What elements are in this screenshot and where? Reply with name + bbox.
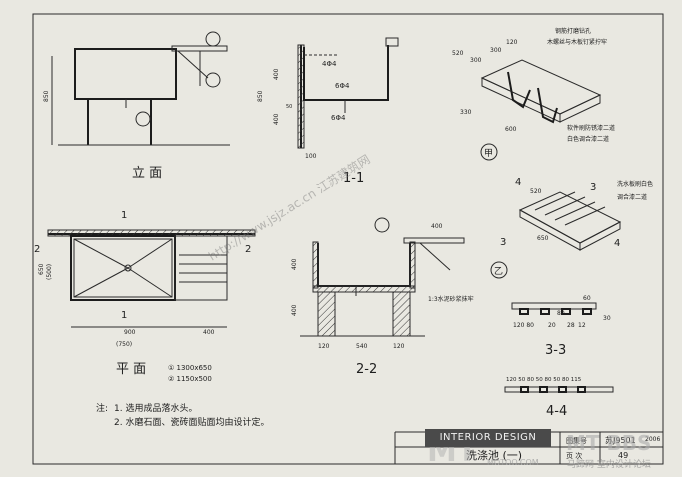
- page-label: 页 次: [566, 451, 582, 460]
- plan-dim-400: 400: [203, 329, 215, 336]
- detail-jia: 钢筋打磨钻孔 木螺丝与木板钉紧拧牢 软件刷防锈漆二道 白色调合漆二道 520 3…: [452, 27, 615, 161]
- s33-dim-60: 60: [583, 295, 591, 302]
- s22-dim-400b: 400: [291, 304, 298, 316]
- yi-note2: 调合漆二道: [617, 193, 647, 201]
- notes-block: 注: 1. 选用成品落水头。 2. 水磨石面、瓷砖面贴面均由设计定。: [96, 402, 269, 428]
- yi-mark-3b: 3: [500, 237, 506, 248]
- page-value: 49: [618, 451, 628, 460]
- interior-design-banner: INTERIOR DESIGN: [425, 429, 551, 447]
- logo-sub: 马蹄网 室内设计论坛: [567, 460, 651, 470]
- elevation-view: 850 立 面: [43, 31, 230, 181]
- section-4-4-label: 4-4: [546, 404, 567, 419]
- s33-dim-80: 80: [557, 310, 565, 317]
- jia-note1: 钢筋打磨钻孔: [555, 27, 591, 35]
- s11-dim-4phi4: 4Φ4: [322, 60, 337, 68]
- s33-dim-120-80: 120 80: [513, 322, 534, 329]
- s11-dim-6phi4a: 6Φ4: [335, 82, 350, 90]
- plan-dim-750: (750): [116, 341, 132, 348]
- s33-dim-20: 20: [548, 322, 556, 329]
- jia-dim-600: 600: [505, 126, 517, 133]
- yi-note1: 洗水板刷白色: [617, 180, 653, 188]
- plan-label: 平 面: [116, 362, 146, 377]
- atlas-value: 苏J9501: [605, 435, 636, 445]
- section-3-3: 120 80 20 28 12 60 80 30 3-3: [511, 295, 611, 358]
- jia-dim-520: 520: [452, 50, 464, 57]
- section-1-1: 400 850 400 4Φ4 6Φ4 6Φ4 50 100 1-1: [257, 37, 399, 186]
- yi-dim-650: 650: [537, 235, 549, 242]
- jia-note2: 木螺丝与木板钉紧拧牢: [547, 38, 607, 46]
- mark-jia: 甲: [484, 148, 493, 159]
- s33-dim-12: 12: [578, 322, 586, 329]
- elevation-label: 立 面: [132, 166, 162, 181]
- plan-mark-2a: 2: [34, 244, 40, 255]
- plan-mark-1a: 1: [121, 210, 127, 221]
- logo-small: MOTOO.COM: [487, 458, 539, 467]
- plan-dim-500: (500): [46, 264, 53, 280]
- detail-yi: 洗水板刷白色 调合漆二道 520 650 4 3 3 4 乙: [490, 177, 653, 279]
- section-1-1-label: 1-1: [343, 171, 364, 186]
- title-block: 洗涤池 (一) 图集号 苏J9501 2006 页 次 49: [394, 431, 663, 464]
- s22-dim-400a: 400: [291, 258, 298, 270]
- jia-dim-300a: 300: [470, 57, 482, 64]
- detail-mark-bing: [135, 111, 151, 127]
- detail-mark-jia: [205, 31, 221, 47]
- yi-mark-3a: 3: [590, 182, 596, 193]
- section-3-3-label: 3-3: [545, 343, 566, 358]
- section-4-4: 120 50 80 50 80 50 80 115 4-4: [504, 377, 614, 419]
- jia-note3: 软件刷防锈漆二道: [567, 124, 615, 132]
- s33-dim-28: 28: [567, 322, 575, 329]
- plan-size-2: ② 1150x500: [168, 375, 212, 383]
- jia-dim-330: 330: [460, 109, 472, 116]
- plan-dim-900: 900: [124, 329, 136, 336]
- s22-dim-400top: 400: [431, 223, 443, 230]
- detail-mark-yi: [205, 72, 221, 88]
- notes-heading: 注:: [96, 402, 108, 414]
- s33-dim-30: 30: [603, 315, 611, 322]
- yi-dim-520: 520: [530, 188, 542, 195]
- elev-dim-850: 850: [43, 90, 50, 102]
- s11-dim-6phi4b: 6Φ4: [331, 114, 346, 122]
- s22-dim-540: 540: [356, 343, 368, 350]
- sheet-border: [32, 13, 664, 465]
- drawing-title: 洗涤池 (一): [466, 448, 522, 462]
- notes-item-2: 2. 水磨石面、瓷砖面贴面均由设计定。: [114, 416, 269, 428]
- atlas-label: 图集号: [566, 436, 587, 445]
- jia-note4: 白色调合漆二道: [567, 135, 609, 143]
- s11-dim-100: 100: [305, 153, 317, 160]
- section-2-2: 400 400 400 120 540 120 1:3水泥砂浆抹牢 2-2: [291, 217, 474, 377]
- mark-yi: 乙: [494, 266, 503, 277]
- logo-right: MT BBS: [566, 431, 652, 455]
- section-2-2-label: 2-2: [356, 362, 377, 377]
- s11-dim-400a: 400: [273, 68, 280, 80]
- yi-mark-4b: 4: [614, 238, 620, 249]
- s22-dim-120a: 120: [318, 343, 330, 350]
- s11-dim-850: 850: [257, 90, 264, 102]
- plan-size-1: ① 1300x650: [168, 364, 212, 372]
- plan-mark-1b: 1: [121, 310, 127, 321]
- plan-view: 1 1 2 2 650 (500) 900 (750) 400 平 面 ① 13…: [34, 210, 256, 383]
- s44-dims: 120 50 80 50 80 50 80 115: [506, 377, 582, 383]
- s22-dim-120b: 120: [393, 343, 405, 350]
- plan-mark-2b: 2: [245, 244, 251, 255]
- mortar-note: 1:3水泥砂浆抹牢: [428, 295, 474, 303]
- s11-dim-50: 50: [286, 104, 292, 110]
- atlas-year: 2006: [645, 436, 660, 443]
- jia-dim-120: 120: [506, 39, 518, 46]
- s11-dim-400b: 400: [273, 113, 280, 125]
- yi-mark-4a: 4: [515, 177, 521, 188]
- jia-dim-300b: 300: [490, 47, 502, 54]
- notes-item-1: 1. 选用成品落水头。: [114, 402, 197, 414]
- plan-dim-650: 650: [38, 263, 45, 275]
